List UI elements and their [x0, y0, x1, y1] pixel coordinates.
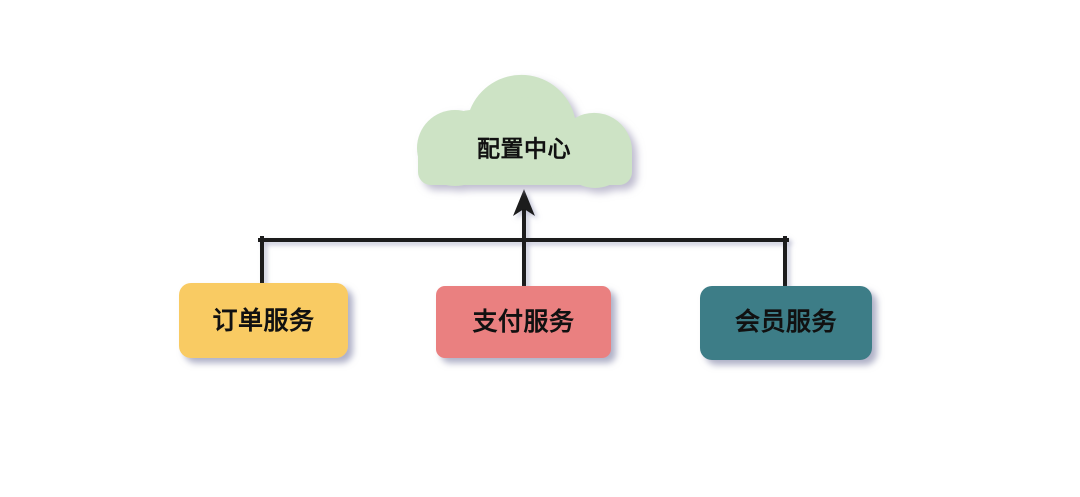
node-config-center[interactable]: 配置中心 — [417, 74, 633, 188]
order-service-label: 订单服务 — [212, 306, 314, 335]
member-service-box — [700, 286, 872, 360]
payment-service-label: 支付服务 — [472, 307, 574, 336]
order-service-box — [179, 283, 348, 358]
payment-service-box — [436, 286, 611, 358]
cloud-lobe-left — [417, 110, 493, 186]
member-service-label: 会员服务 — [735, 307, 837, 336]
connector-group — [258, 189, 789, 294]
cloud-lobe-center — [481, 97, 569, 185]
cloud-lobe-right — [559, 116, 631, 188]
cloud-label: 配置中心 — [477, 137, 571, 163]
node-member-service[interactable]: 会员服务 — [700, 286, 872, 360]
node-payment-service[interactable]: 支付服务 — [436, 286, 611, 358]
node-order-service[interactable]: 订单服务 — [179, 283, 348, 358]
connector-arrowhead-icon — [513, 189, 535, 216]
